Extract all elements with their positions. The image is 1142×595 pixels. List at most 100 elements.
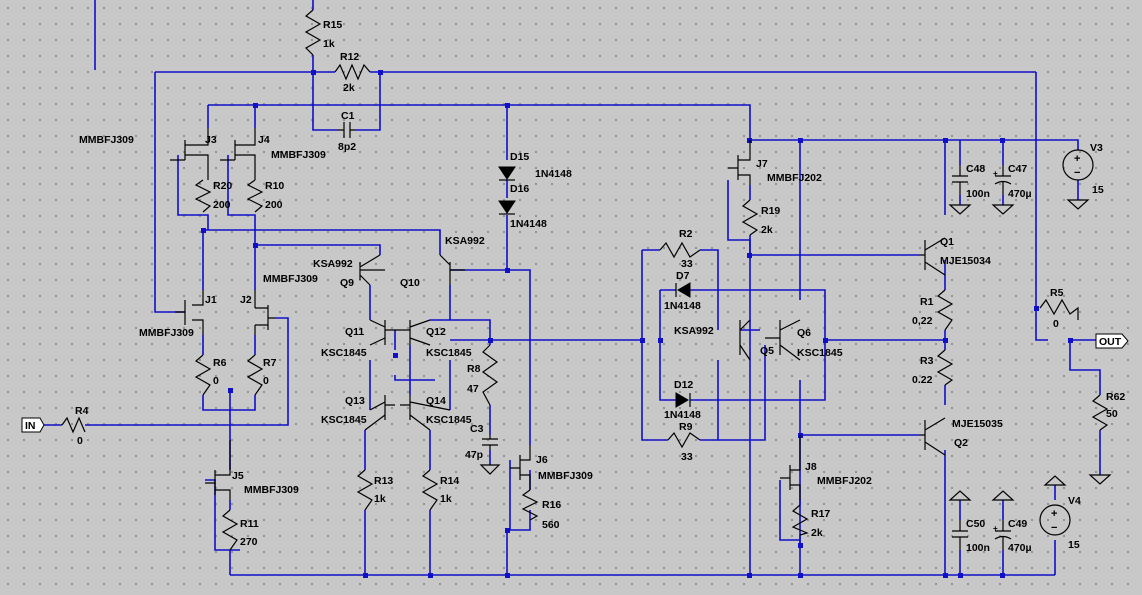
label-Q10-ref: Q10 (400, 277, 420, 289)
R9-symbol[interactable] (667, 431, 701, 449)
Q5-symbol[interactable] (739, 319, 751, 361)
V3-symbol[interactable]: + − (1062, 149, 1094, 181)
Q1-symbol[interactable] (920, 237, 946, 276)
R3-symbol[interactable] (936, 349, 954, 386)
J2-symbol[interactable] (254, 290, 275, 335)
R62-symbol[interactable] (1091, 394, 1109, 431)
label-R10-value: 200 (265, 199, 283, 211)
label-R11-value: 270 (240, 536, 258, 548)
label-J7-model: MMBFJ202 (767, 172, 822, 184)
R19-symbol[interactable] (741, 199, 759, 236)
label-C50-ref: C50 (966, 518, 985, 530)
C47-symbol[interactable]: + (993, 165, 1012, 195)
R13-symbol[interactable] (356, 469, 374, 511)
label-J4-ref: J4 (258, 134, 270, 146)
label-R15-ref: R15 (323, 19, 342, 31)
label-C3-value: 47p (465, 449, 483, 461)
R17-symbol[interactable] (791, 504, 809, 536)
label-R16-ref: R16 (542, 499, 561, 511)
label-R9-ref: R9 (679, 421, 693, 433)
label-R6-ref: R6 (213, 357, 227, 369)
label-R3-value: 0.22 (912, 374, 933, 386)
V4-symbol[interactable]: + − (1039, 504, 1071, 536)
label-Q13-model: KSC1845 (321, 414, 367, 426)
label-R14-ref: R14 (440, 475, 459, 487)
svg-text:+: + (1074, 153, 1080, 165)
label-J8-ref: J8 (805, 461, 817, 473)
label-R7-ref: R7 (263, 357, 277, 369)
R10-symbol[interactable] (246, 179, 264, 213)
label-J5-model: MMBFJ309 (244, 484, 299, 496)
C50-symbol[interactable] (952, 520, 968, 550)
label-D15-ref: D15 (510, 151, 529, 163)
R20-symbol[interactable] (194, 179, 212, 213)
R7-symbol[interactable] (246, 354, 264, 396)
Q13-symbol[interactable] (364, 395, 395, 431)
R14-symbol[interactable] (421, 469, 439, 511)
R15-symbol[interactable] (304, 9, 322, 56)
label-J1-model: MMBFJ309 (139, 327, 194, 339)
J5-symbol[interactable] (205, 440, 231, 500)
Q12-symbol[interactable] (395, 319, 431, 346)
R1-symbol[interactable] (936, 289, 954, 331)
out-port[interactable]: OUT (1095, 333, 1129, 349)
R16-symbol[interactable] (521, 489, 539, 521)
label-D12-model: 1N4148 (664, 409, 701, 421)
label-Q2-ref: Q2 (954, 437, 968, 449)
label-Q13-ref: Q13 (345, 395, 365, 407)
label-Q2-model: MJE15035 (952, 418, 1003, 430)
D12-symbol[interactable] (675, 392, 691, 408)
label-J3-model: MMBFJ309 (79, 134, 134, 146)
Q2-symbol[interactable] (920, 417, 946, 456)
label-Q5-model: KSA992 (674, 325, 714, 337)
J3-symbol[interactable] (170, 128, 209, 180)
Q11-symbol[interactable] (369, 319, 395, 346)
C3-symbol[interactable] (482, 435, 498, 450)
R12-symbol[interactable] (334, 63, 371, 81)
svg-text:+: + (993, 169, 998, 178)
D7-symbol[interactable] (675, 282, 691, 298)
label-R4-value: 0 (77, 435, 83, 447)
label-Q9-ref: Q9 (340, 277, 354, 289)
label-C1-value: 8p2 (338, 141, 356, 153)
C1-symbol[interactable] (338, 122, 355, 138)
D15-symbol[interactable] (498, 166, 516, 181)
J7-symbol[interactable] (728, 140, 751, 185)
Q6-symbol[interactable] (765, 319, 801, 361)
label-D12-ref: D12 (674, 379, 693, 391)
label-R15-value: 1k (323, 38, 335, 50)
label-Q1-model: MJE15034 (940, 255, 991, 267)
R5-symbol[interactable] (1039, 298, 1079, 320)
C49-symbol[interactable]: + (993, 520, 1012, 550)
J8-symbol[interactable] (780, 435, 801, 500)
Q10-symbol[interactable] (439, 254, 465, 285)
C48-symbol[interactable] (952, 165, 968, 195)
R11-symbol[interactable] (221, 509, 239, 551)
D16-symbol[interactable] (498, 200, 516, 215)
labels: R15 1k R12 2k C1 8p2 MMBFJ309 J3 J4 MMBF… (75, 19, 1125, 554)
J1-symbol[interactable] (175, 290, 204, 335)
R6-symbol[interactable] (194, 354, 212, 396)
R4-symbol[interactable] (61, 416, 86, 434)
label-Q14-ref: Q14 (426, 395, 446, 407)
label-J3-ref: J3 (205, 134, 217, 146)
label-J8-model: MMBFJ202 (817, 475, 872, 487)
label-Q5-ref: Q5 (760, 345, 774, 357)
label-R20-value: 200 (213, 199, 231, 211)
label-Q11-ref: Q11 (345, 326, 364, 338)
J6-symbol[interactable] (510, 445, 531, 490)
label-R13-value: 1k (374, 493, 386, 505)
label-Q14-model: KSC1845 (426, 414, 472, 426)
Q9-symbol[interactable] (359, 254, 385, 286)
Q14-symbol[interactable] (400, 395, 451, 431)
label-J7-ref: J7 (756, 158, 768, 170)
label-D16-ref: D16 (510, 183, 529, 195)
label-D7-ref: D7 (676, 270, 690, 282)
label-D15-model: 1N4148 (535, 168, 572, 180)
R8-symbol[interactable] (481, 344, 499, 406)
label-R17-value: 2k (811, 527, 823, 539)
R2-symbol[interactable] (659, 241, 701, 259)
label-Q12-ref: Q12 (426, 326, 446, 338)
J4-symbol[interactable] (220, 128, 256, 180)
in-port[interactable]: IN (21, 417, 45, 433)
